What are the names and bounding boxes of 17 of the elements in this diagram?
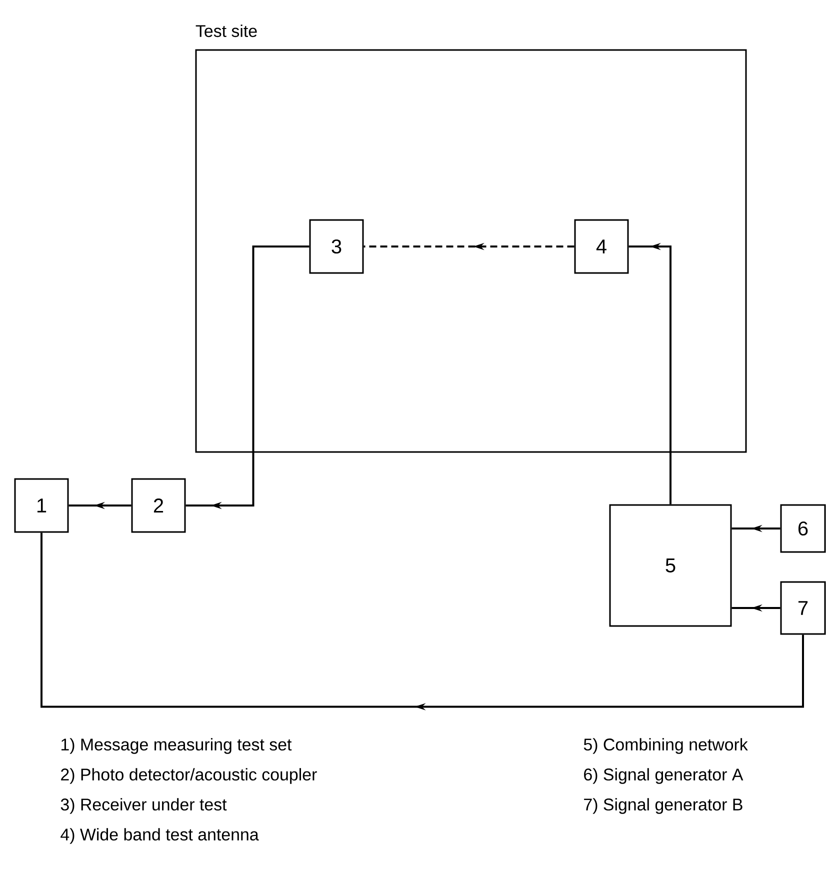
key-text: 4) Wide band test antenna [60, 828, 259, 844]
block-box: 6 [780, 504, 826, 553]
key-text: 7) Signal generator B [584, 798, 742, 814]
arrow [186, 246, 310, 510]
arrow [40, 532, 804, 710]
block-box: 5 [609, 504, 732, 627]
key-text: 5) Combining network [584, 738, 748, 754]
key-text: 2) Photo detector/acoustic coupler [61, 768, 317, 784]
block-box: 2 [131, 478, 186, 533]
block-box: 7 [780, 581, 826, 635]
block-box: 4 [574, 219, 629, 274]
key-text: 6) Signal generator A [584, 768, 744, 784]
key-text: 1) Message measuring test set [62, 738, 292, 754]
block-box: 1 [14, 478, 69, 533]
node-label: Test site [196, 24, 257, 38]
key-text: 3) Receiver under test [60, 798, 227, 814]
block-box: 3 [309, 219, 364, 274]
